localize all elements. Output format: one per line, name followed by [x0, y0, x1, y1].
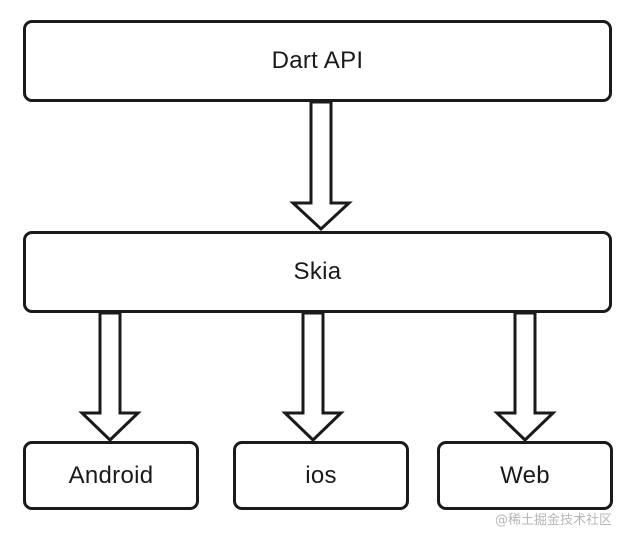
android-label: Android	[68, 461, 154, 489]
skia-label: Skia	[293, 258, 342, 285]
dart-api-node: Dart API	[23, 20, 612, 102]
skia-node: Skia	[23, 231, 612, 313]
android-node: Android	[23, 441, 199, 510]
arrow-dart-to-skia	[289, 100, 353, 232]
web-node: Web	[437, 441, 613, 510]
web-label: Web	[500, 461, 550, 489]
arrow-skia-to-web	[493, 311, 557, 443]
arrow-skia-to-android	[78, 311, 142, 443]
dart-api-label: Dart API	[271, 47, 364, 74]
ios-node: ios	[233, 441, 409, 510]
watermark: @稀土掘金技术社区	[494, 513, 612, 528]
ios-label: ios	[305, 461, 337, 489]
arrow-skia-to-ios	[281, 311, 345, 443]
